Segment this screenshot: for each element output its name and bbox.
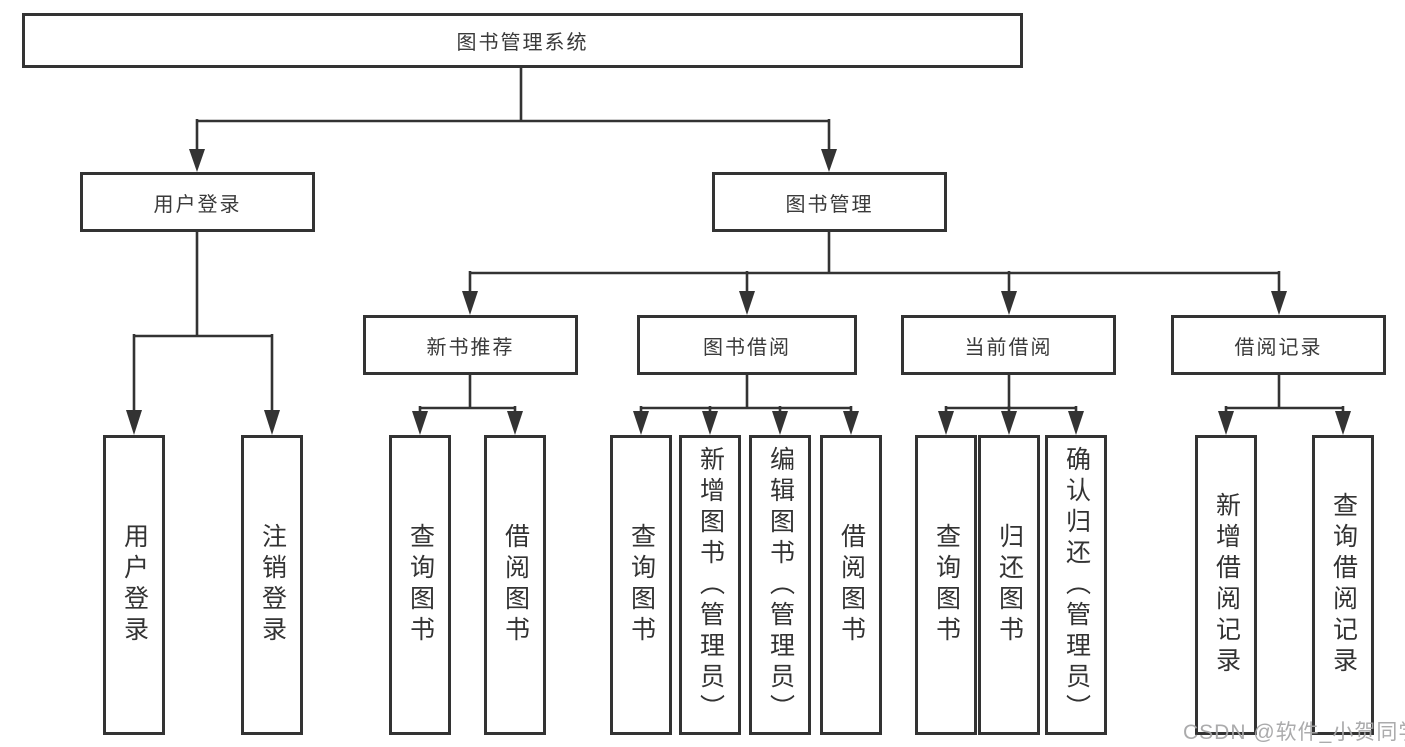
arrowhead-down-icon xyxy=(1218,411,1234,435)
node-label: 图书管理 xyxy=(785,193,874,216)
leaf-return-books: 归还图书 xyxy=(978,435,1040,735)
node-library-management-system: 图书管理系统 xyxy=(22,13,1023,68)
node-user-login: 用户登录 xyxy=(80,172,315,232)
arrowhead-down-icon xyxy=(633,411,649,435)
leaf-edit-books-admin: 编辑图书（管理员） xyxy=(749,435,811,735)
arrowhead-down-icon xyxy=(821,149,837,172)
node-label: 查询借阅记录 xyxy=(1329,492,1358,678)
node-label: 借阅记录 xyxy=(1234,336,1323,359)
node-label: 借阅图书 xyxy=(501,523,530,647)
node-label: 查询图书 xyxy=(932,523,961,647)
arrowhead-down-icon xyxy=(1001,291,1017,315)
node-label: 用户登录 xyxy=(153,193,242,216)
arrowhead-down-icon xyxy=(1335,411,1351,435)
node-label: 注销登录 xyxy=(258,523,287,647)
arrowhead-down-icon xyxy=(126,410,142,435)
arrowhead-down-icon xyxy=(264,410,280,435)
node-label: 图书管理系统 xyxy=(456,32,589,54)
node-new-book-recommend: 新书推荐 xyxy=(363,315,578,375)
arrowhead-down-icon xyxy=(1001,411,1017,435)
leaf-user-login: 用户登录 xyxy=(103,435,165,735)
leaf-query-books: 查询图书 xyxy=(610,435,672,735)
arrowhead-down-icon xyxy=(1068,411,1084,435)
leaf-logout: 注销登录 xyxy=(241,435,303,735)
arrowhead-down-icon xyxy=(507,411,523,435)
arrowhead-down-icon xyxy=(843,411,859,435)
node-label: 归还图书 xyxy=(995,523,1024,647)
node-borrow-records: 借阅记录 xyxy=(1171,315,1386,375)
node-book-borrow: 图书借阅 xyxy=(637,315,857,375)
node-label: 当前借阅 xyxy=(964,336,1053,359)
leaf-borrow-books: 借阅图书 xyxy=(484,435,546,735)
node-book-management: 图书管理 xyxy=(712,172,947,232)
arrowhead-down-icon xyxy=(702,411,718,435)
leaf-add-books-admin: 新增图书（管理员） xyxy=(679,435,741,735)
node-label: 图书借阅 xyxy=(703,336,791,359)
node-label: 新书推荐 xyxy=(426,336,515,359)
node-label: 查询图书 xyxy=(627,523,656,647)
leaf-query-books: 查询图书 xyxy=(915,435,977,735)
node-label: 借阅图书 xyxy=(837,523,866,647)
arrowhead-down-icon xyxy=(938,411,954,435)
arrowhead-down-icon xyxy=(1271,291,1287,315)
arrowhead-down-icon xyxy=(189,149,205,172)
node-label: 查询图书 xyxy=(406,523,435,647)
arrowhead-down-icon xyxy=(772,411,788,435)
leaf-query-books: 查询图书 xyxy=(389,435,451,735)
arrowhead-down-icon xyxy=(462,291,478,315)
leaf-add-borrow-record: 新增借阅记录 xyxy=(1195,435,1257,735)
node-current-borrow: 当前借阅 xyxy=(901,315,1116,375)
node-label: 用户登录 xyxy=(120,523,149,647)
node-label: 编辑图书（管理员） xyxy=(766,445,795,725)
arrowhead-down-icon xyxy=(739,291,755,315)
node-label: 新增借阅记录 xyxy=(1212,492,1241,678)
leaf-confirm-return-admin: 确认归还（管理员） xyxy=(1045,435,1107,735)
leaf-query-borrow-record: 查询借阅记录 xyxy=(1312,435,1374,735)
leaf-borrow-books: 借阅图书 xyxy=(820,435,882,735)
csdn-watermark: CSDN @软件_小贺同学 xyxy=(1183,721,1405,744)
arrowhead-down-icon xyxy=(412,411,428,435)
node-label: 新增图书（管理员） xyxy=(696,445,725,725)
node-label: 确认归还（管理员） xyxy=(1062,445,1091,725)
